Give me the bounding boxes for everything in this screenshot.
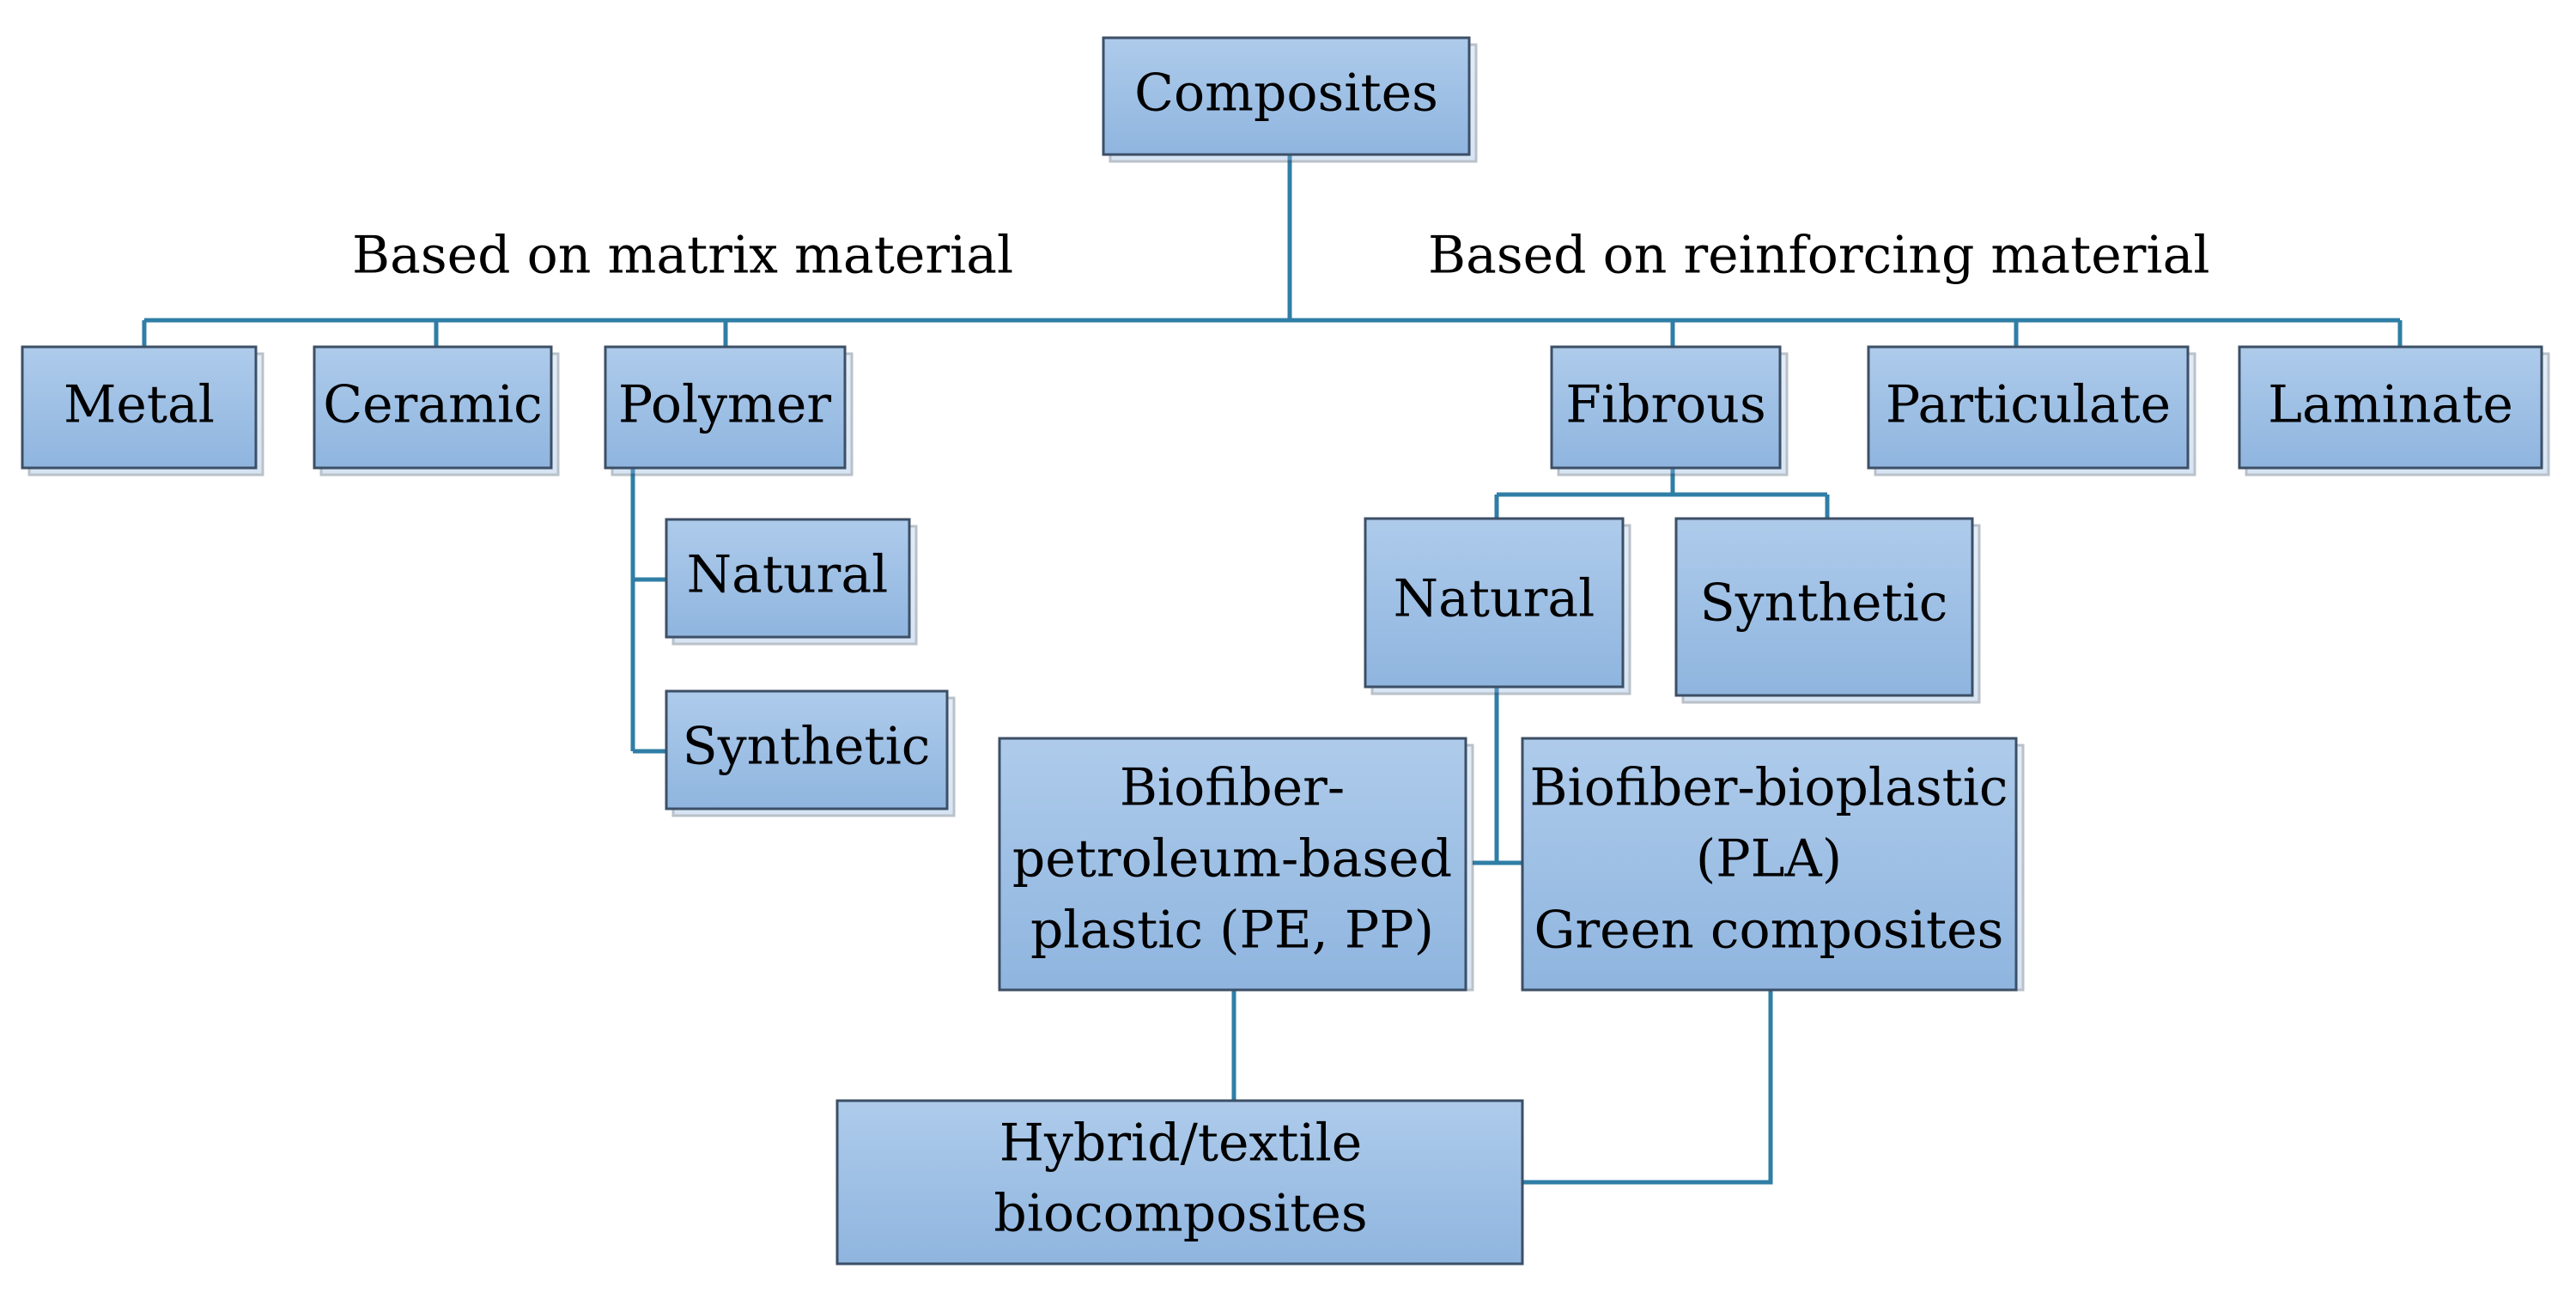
node-biofiber-bioplastic: Biofiber-bioplastic (PLA) Green composit…	[1521, 737, 2025, 992]
branch-right-heading: Based on reinforcing material	[1428, 226, 2210, 286]
connector-bioplastic-to-hybrid	[1522, 990, 1773, 1185]
node-composites-label: Composites	[1134, 64, 1438, 124]
node-laminate: Laminate	[2238, 345, 2550, 477]
node-biofiber-bioplastic-line-3: Green composites	[1534, 901, 2004, 961]
node-biofiber-petroleum-line-1: Biofiber-	[1120, 758, 1345, 818]
node-fibrous-synthetic: Synthetic	[1674, 517, 1981, 704]
node-particulate-label: Particulate	[1886, 375, 2171, 435]
node-polymer-natural: Natural	[665, 518, 918, 646]
node-biofiber-bioplastic-line-1: Biofiber-bioplastic	[1529, 758, 2008, 818]
connector-fibrous-children	[1494, 468, 1830, 519]
node-ceramic-label: Ceramic	[323, 375, 543, 435]
node-fibrous-label: Fibrous	[1565, 375, 1765, 435]
node-particulate: Particulate	[1867, 345, 2196, 477]
connector-polymer-children	[630, 468, 666, 754]
node-biofiber-bioplastic-line-2: (PLA)	[1696, 829, 1842, 889]
node-biofiber-petroleum: Biofiber- petroleum-based plastic (PE, P…	[998, 737, 1474, 992]
connector-natural-to-biofibers	[1473, 687, 1522, 865]
node-fibrous-synthetic-label: Synthetic	[1700, 574, 1948, 634]
node-biofiber-petroleum-line-3: plastic (PE, PP)	[1030, 901, 1434, 961]
node-biofiber-petroleum-line-2: petroleum-based	[1012, 829, 1452, 889]
node-metal-label: Metal	[64, 375, 215, 435]
node-ceramic: Ceramic	[313, 345, 560, 477]
node-polymer: Polymer	[604, 345, 854, 477]
node-fibrous-natural: Natural	[1364, 517, 1631, 695]
node-fibrous: Fibrous	[1550, 345, 1789, 477]
node-hybrid-textile: Hybrid/textile biocomposites	[835, 1099, 1524, 1266]
node-composites: Composites	[1102, 36, 1478, 163]
node-fibrous-natural-label: Natural	[1394, 569, 1595, 629]
node-hybrid-textile-line-2: biocomposites	[993, 1184, 1367, 1244]
node-polymer-synthetic-label: Synthetic	[683, 717, 931, 777]
node-metal: Metal	[21, 345, 264, 477]
node-laminate-label: Laminate	[2268, 375, 2513, 435]
connector-lines	[142, 155, 2403, 1185]
node-polymer-label: Polymer	[618, 375, 832, 435]
node-polymer-synthetic: Synthetic	[665, 689, 956, 817]
node-hybrid-textile-line-1: Hybrid/textile	[999, 1114, 1363, 1174]
node-polymer-natural-label: Natural	[687, 545, 889, 605]
branch-left-heading: Based on matrix material	[352, 226, 1013, 286]
